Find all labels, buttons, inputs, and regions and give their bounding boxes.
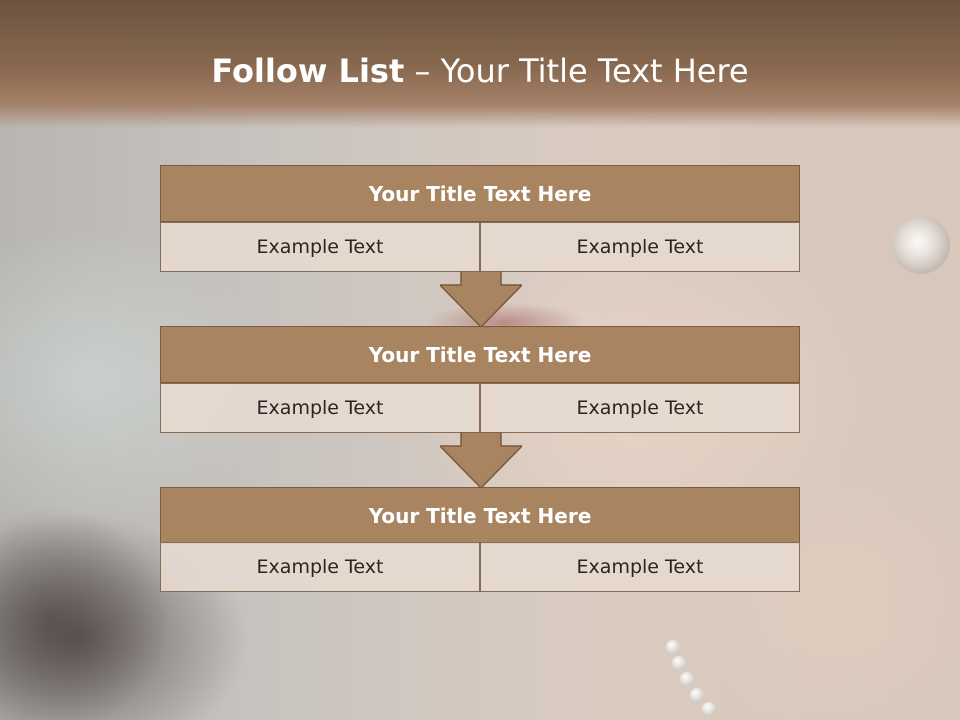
background-hair-shadow (0, 500, 180, 720)
slide-title-rest: – Your Title Text Here (404, 52, 749, 90)
header-band (0, 0, 960, 128)
flow-block-cell-right: Example Text (480, 542, 800, 592)
slide-title: Follow List – Your Title Text Here (0, 52, 960, 90)
slide-title-bold: Follow List (211, 52, 405, 90)
flow-block-cell-left: Example Text (160, 383, 480, 433)
down-arrow-icon (440, 271, 522, 327)
flow-block-cell-right: Example Text (480, 383, 800, 433)
down-arrow-icon (440, 432, 522, 488)
background-earring (892, 216, 950, 274)
background-pearl-necklace (660, 600, 740, 720)
flow-block-cell-right: Example Text (480, 222, 800, 272)
flow-block-title: Your Title Text Here (160, 487, 800, 544)
flow-block-title: Your Title Text Here (160, 326, 800, 383)
flow-block-cell-left: Example Text (160, 222, 480, 272)
flow-block-title: Your Title Text Here (160, 165, 800, 222)
flow-block-cell-left: Example Text (160, 542, 480, 592)
